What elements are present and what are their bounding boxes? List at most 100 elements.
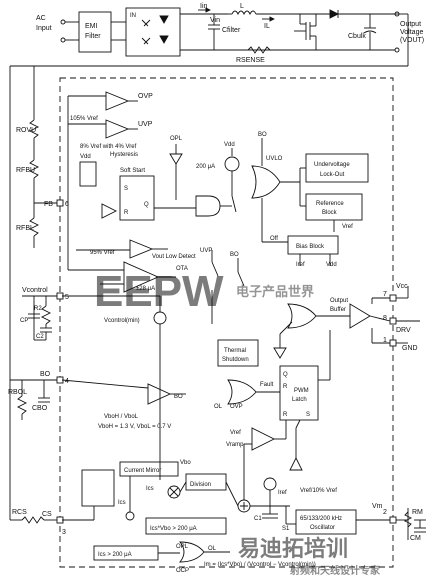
uvlo-label: UVLO [266, 156, 283, 162]
drv-label: DRV [396, 327, 411, 334]
left-external-network [9, 13, 409, 524]
bias-block [287, 235, 339, 255]
ics-label-2: Ics [146, 486, 154, 492]
ol2-label: OL [208, 546, 217, 552]
fault-label: Fault [260, 382, 274, 388]
cn-watermark-top: 电子产品世界 [236, 284, 314, 299]
inductor-label: L [240, 3, 244, 10]
hysteresis-label-2: Hysteresis [110, 152, 138, 158]
vcc-label: Vcc [396, 283, 408, 290]
undervoltage-label-2: Lock-Out [320, 172, 345, 178]
iin-label: Iin [200, 3, 208, 10]
vm-label: Vm [372, 503, 383, 510]
reference-label-2: Block [322, 210, 338, 216]
reference-block [305, 193, 363, 221]
pin-1 [389, 339, 397, 347]
pin-7-label: 7 [383, 291, 387, 298]
ac-input-terminal [60, 19, 66, 25]
current-source-200ua [224, 156, 240, 172]
reference-label-1: Reference [316, 201, 344, 207]
bias-label: Bias Block [296, 244, 325, 250]
ics200-label: Ics > 200 μA [98, 552, 132, 558]
output-buffer-label-2: Buffer [330, 307, 346, 313]
ovp2-label: OVP [230, 404, 243, 410]
rsense-resistor [247, 46, 271, 54]
pin-4-label: 4 [65, 378, 69, 385]
cp-label: CP [20, 318, 28, 324]
output-terminal-2 [394, 47, 400, 53]
boost-inductor [231, 10, 257, 16]
undervoltage-label-1: Undervoltage [314, 162, 350, 168]
r2-label: R2 [34, 306, 42, 312]
thermal-label-2: Shutdown [222, 357, 249, 363]
eepw-watermark: EEPW [94, 267, 224, 316]
latch-q-label: Q [283, 372, 288, 378]
vout-low-detect-comparator [129, 239, 154, 259]
opl-label: OPL [170, 136, 183, 142]
rm-resistor [403, 511, 413, 528]
ac-input-terminal-2 [60, 37, 66, 43]
driver-or-gate [287, 303, 317, 329]
ac-input-label-1: AC [36, 15, 46, 22]
cs-label: CS [42, 511, 52, 518]
uvlo-or-gate [251, 165, 281, 199]
latch-r2-label: R [283, 412, 288, 418]
vdd-label-1: Vdd [80, 154, 91, 160]
rovu-label: ROVU [16, 127, 36, 134]
thermal-buffer [273, 347, 287, 359]
s1-label: S1 [282, 526, 290, 532]
soft-start-source [79, 161, 97, 187]
im-formula-label: Im = (Ics*Vbo) / (Vcontrol − Vcontrol(mi… [204, 562, 316, 568]
power-stage [60, 7, 400, 57]
off-label: Off [270, 236, 278, 242]
oscillator-label-1: 65/133/200 kHz [300, 516, 342, 522]
vboh-vbol-label: VboH / VboL [104, 414, 139, 420]
uvp-label: UVP [138, 121, 153, 128]
cbo-label: CBO [32, 405, 48, 412]
gnd-label: GND [402, 345, 418, 352]
vin-label: Vin [210, 17, 220, 24]
rfbl-resistor [28, 217, 40, 237]
latch-s-label: S [306, 412, 310, 418]
oscillator-comparator [289, 456, 303, 471]
rfbu-label: RFBU [16, 167, 35, 174]
soft-start-label: Soft Start [120, 168, 145, 174]
rsense-label: RSENSE [236, 57, 265, 64]
rcs-resistor [21, 516, 45, 524]
fault-or-gate [227, 379, 257, 405]
fb-label: FB [44, 201, 53, 208]
thermal-shutdown-block [217, 339, 259, 367]
iref-current-source [263, 477, 277, 491]
pin-1-label: 1 [383, 337, 387, 344]
ol-or-gate [179, 541, 205, 563]
pwm-latch-label-2: Latch [292, 397, 307, 403]
division-label: Division [190, 482, 211, 488]
vout-low-label: Vout Low Detect [152, 254, 196, 260]
soft-start-buffer [101, 203, 118, 219]
cbulk-label: Cbulk [348, 33, 366, 40]
output-buffer [349, 303, 371, 329]
rm-label: RM [412, 509, 423, 516]
cn-watermark-bottom: 易迪拓培训 [238, 536, 348, 561]
pin-6 [56, 199, 64, 207]
vcontrol-min-label: Vcontrol(min) [104, 318, 140, 324]
c1-label: C1 [254, 516, 262, 522]
ol-label: OL [214, 404, 223, 410]
output-label-2: Voltage [400, 29, 423, 36]
current-mirror-transistors [81, 469, 115, 507]
bridge-diodes [141, 19, 151, 45]
ovp-label: OVP [138, 93, 153, 100]
ac-input-label-2: Input [36, 25, 52, 32]
ota-amplifier [123, 261, 160, 293]
ovp-comparator [105, 91, 130, 111]
bo2-label: BO [230, 252, 239, 258]
bridge-in-label: IN [130, 13, 136, 19]
vref105-label: 105% Vref [70, 116, 98, 122]
pin-8 [389, 317, 397, 325]
pm28-label: ±28 μA [136, 286, 155, 292]
r-label: R [124, 210, 129, 216]
il-label: IL [264, 23, 270, 30]
oscillator-block [295, 509, 357, 535]
pin-5-label: 5 [65, 294, 69, 301]
output-diode [329, 9, 340, 19]
